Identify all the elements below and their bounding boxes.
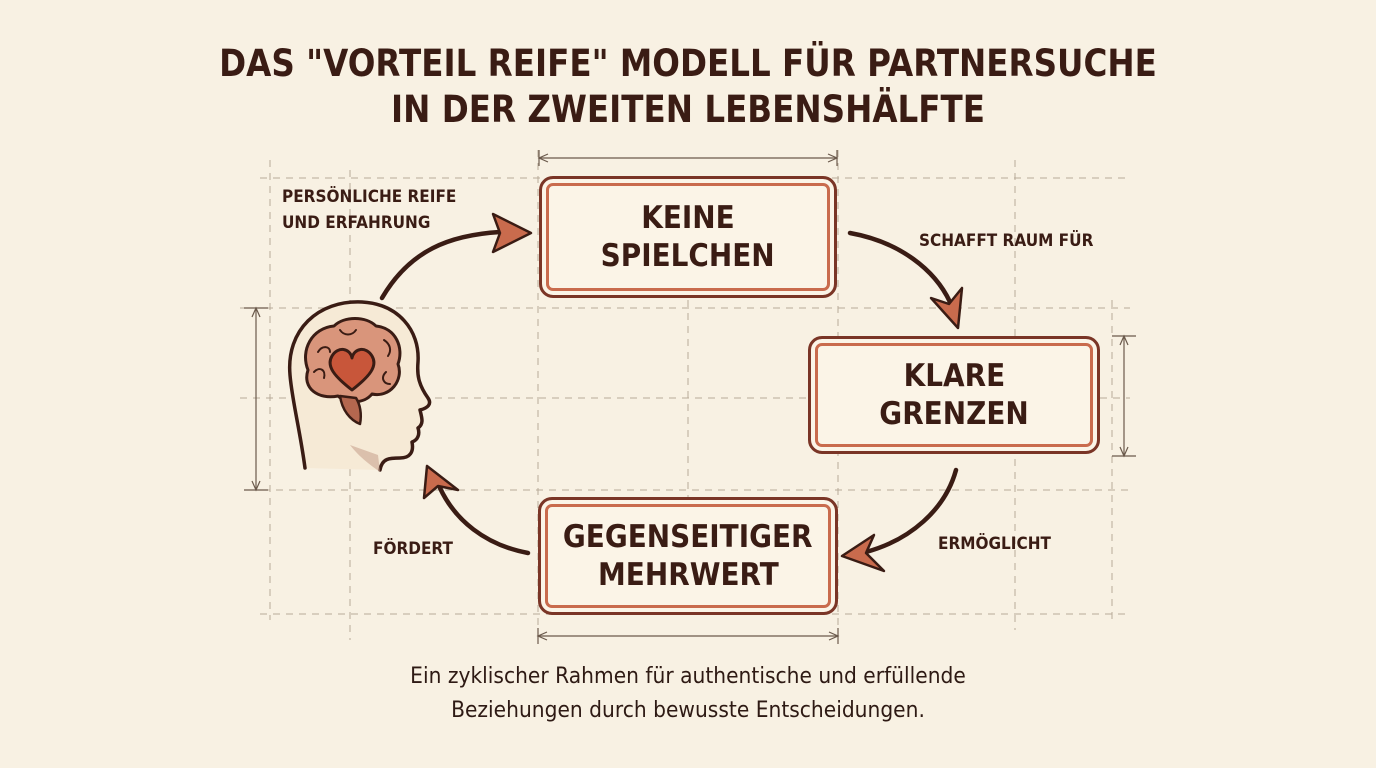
brain-stem: [338, 394, 363, 426]
node-keine-spielchen-line2: SPIELCHEN: [600, 238, 775, 274]
neck-shade: [350, 445, 380, 472]
arrowhead-schafft: [929, 286, 964, 330]
arrow-heads: [422, 212, 964, 573]
node-gegenseitiger-mehrwert-line1: GEGENSEITIGER: [563, 519, 813, 555]
edge-label-reife: PERSÖNLICHE REIFE UND ERFAHRUNG: [282, 184, 456, 236]
heart-icon: [328, 348, 376, 392]
node-keine-spielchen-line1: KEINE: [641, 200, 735, 236]
node-keine-spielchen: KEINE SPIELCHEN: [539, 176, 837, 298]
title-line-2: IN DER ZWEITEN LEBENSHÄLFTE: [391, 88, 985, 131]
edge-label-schafft: SCHAFFT RAUM FÜR: [919, 231, 1094, 251]
cycle-arrows: [379, 229, 959, 556]
edge-label-fordert: FÖRDERT: [373, 539, 453, 559]
node-gegenseitiger-mehrwert: GEGENSEITIGER MEHRWERT: [538, 497, 838, 615]
node-klare-grenzen-line2: GRENZEN: [879, 396, 1029, 432]
edge-label-reife-line1: PERSÖNLICHE REIFE: [282, 187, 457, 207]
edge-label-reife-line2: UND ERFAHRUNG: [282, 213, 431, 233]
caption-line-2: Beziehungen durch bewusste Entscheidunge…: [451, 698, 925, 723]
arrowhead-fordert: [422, 464, 460, 500]
node-klare-grenzen: KLARE GRENZEN: [808, 336, 1100, 454]
arrowhead-ermog: [840, 533, 886, 573]
brain-folds: [313, 329, 392, 385]
arrow-reife-to-keine: [379, 229, 503, 301]
arrowhead-reife: [491, 212, 533, 254]
node-klare-grenzen-line1: KLARE: [903, 358, 1005, 394]
arrow-klare-to-gegen: [863, 467, 959, 555]
arrow-keine-to-klare: [847, 230, 953, 305]
head-brain-heart-icon: [287, 300, 432, 472]
arrow-gegen-to-head: [437, 485, 531, 556]
node-gegenseitiger-mehrwert-line2: MEHRWERT: [597, 557, 779, 593]
caption-line-1: Ein zyklischer Rahmen für authentische u…: [410, 664, 966, 689]
dimension-markers: [244, 150, 1136, 644]
title-line-1: DAS "VORTEIL REIFE" MODELL FÜR PARTNERSU…: [219, 42, 1157, 85]
edge-label-ermoglicht: ERMÖGLICHT: [938, 534, 1051, 554]
